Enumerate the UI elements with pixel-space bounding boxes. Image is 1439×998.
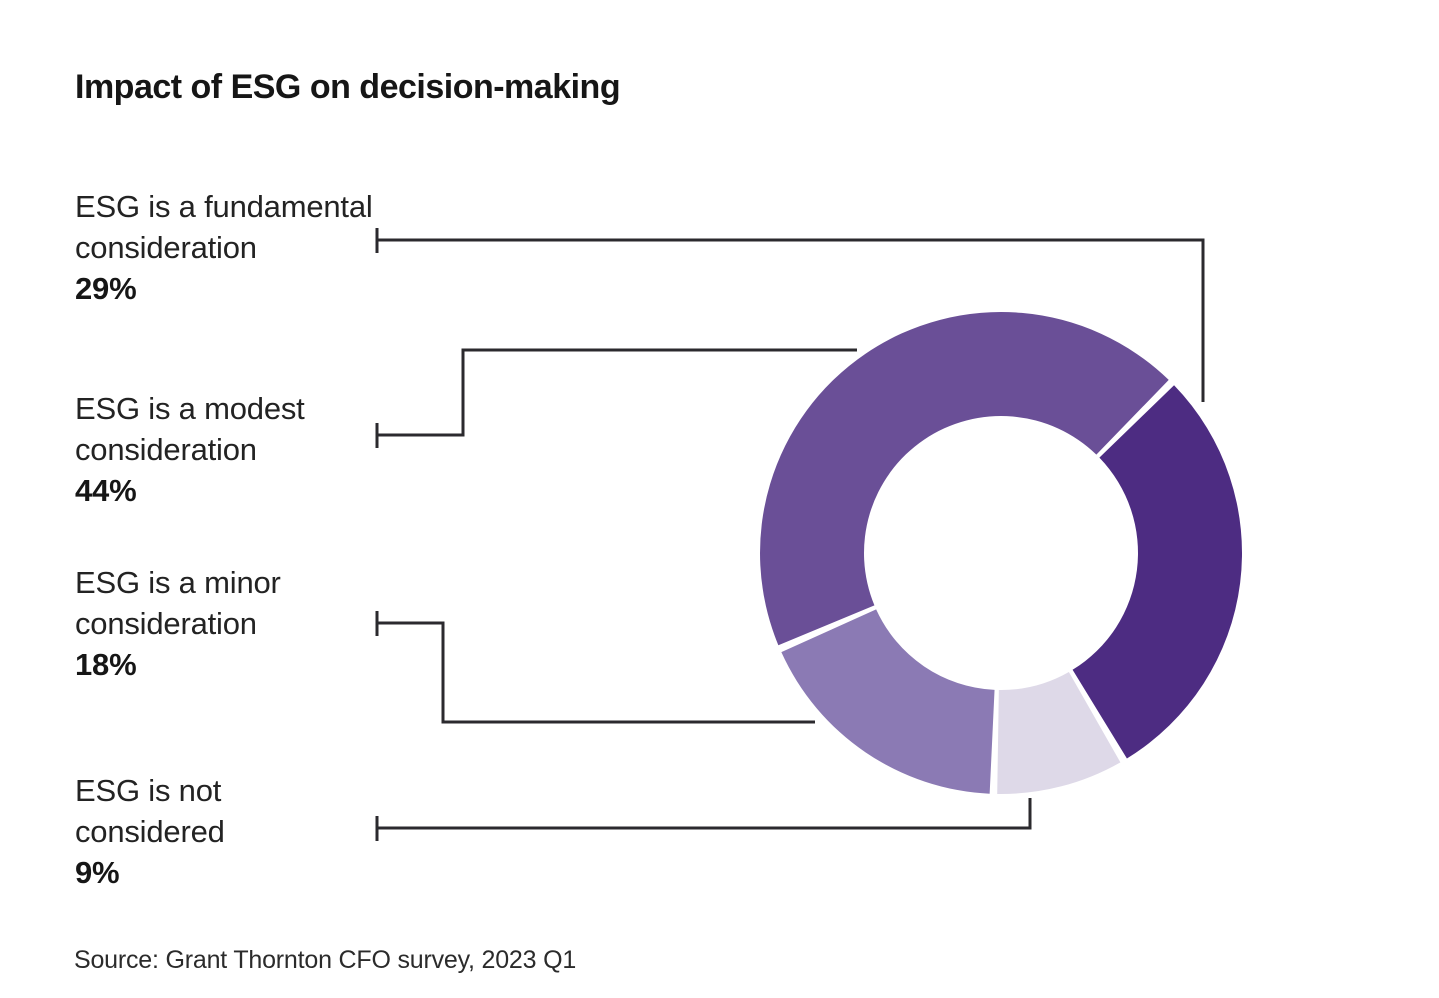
segment-label-line: consideration [75,432,257,467]
segment-label-line: ESG is a minor [75,565,281,600]
connector-minor [377,621,815,724]
segment-percent-minor: 18% [75,647,137,682]
segment-label-line: ESG is a fundamental [75,189,373,224]
segment-label-fundamental: ESG is a fundamental consideration 29% [75,186,455,309]
donut-segment-fundamental [1072,385,1242,759]
connector-modest [377,348,857,437]
segment-percent-fundamental: 29% [75,271,137,306]
segment-label-line: consideration [75,230,257,265]
donut-segments [760,312,1242,794]
segment-label-modest: ESG is a modest consideration 44% [75,388,455,511]
connector-not-considered [377,798,1032,830]
chart-title: Impact of ESG on decision-making [75,68,621,106]
connector-fundamental [377,238,1205,402]
segment-label-not-considered: ESG is not considered 9% [75,770,455,893]
segment-label-line: ESG is a modest [75,391,305,426]
donut-segment-minor [781,609,995,794]
source-note: Source: Grant Thornton CFO survey, 2023 … [74,946,577,974]
segment-label-line: consideration [75,606,257,641]
segment-label-line: considered [75,814,225,849]
donut-segment-modest [760,312,1169,646]
donut-segment-not-considered [997,672,1121,794]
segment-percent-not-considered: 9% [75,855,120,890]
segment-percent-modest: 44% [75,473,137,508]
segment-label-minor: ESG is a minor consideration 18% [75,562,455,685]
segment-label-line: ESG is not [75,773,222,808]
